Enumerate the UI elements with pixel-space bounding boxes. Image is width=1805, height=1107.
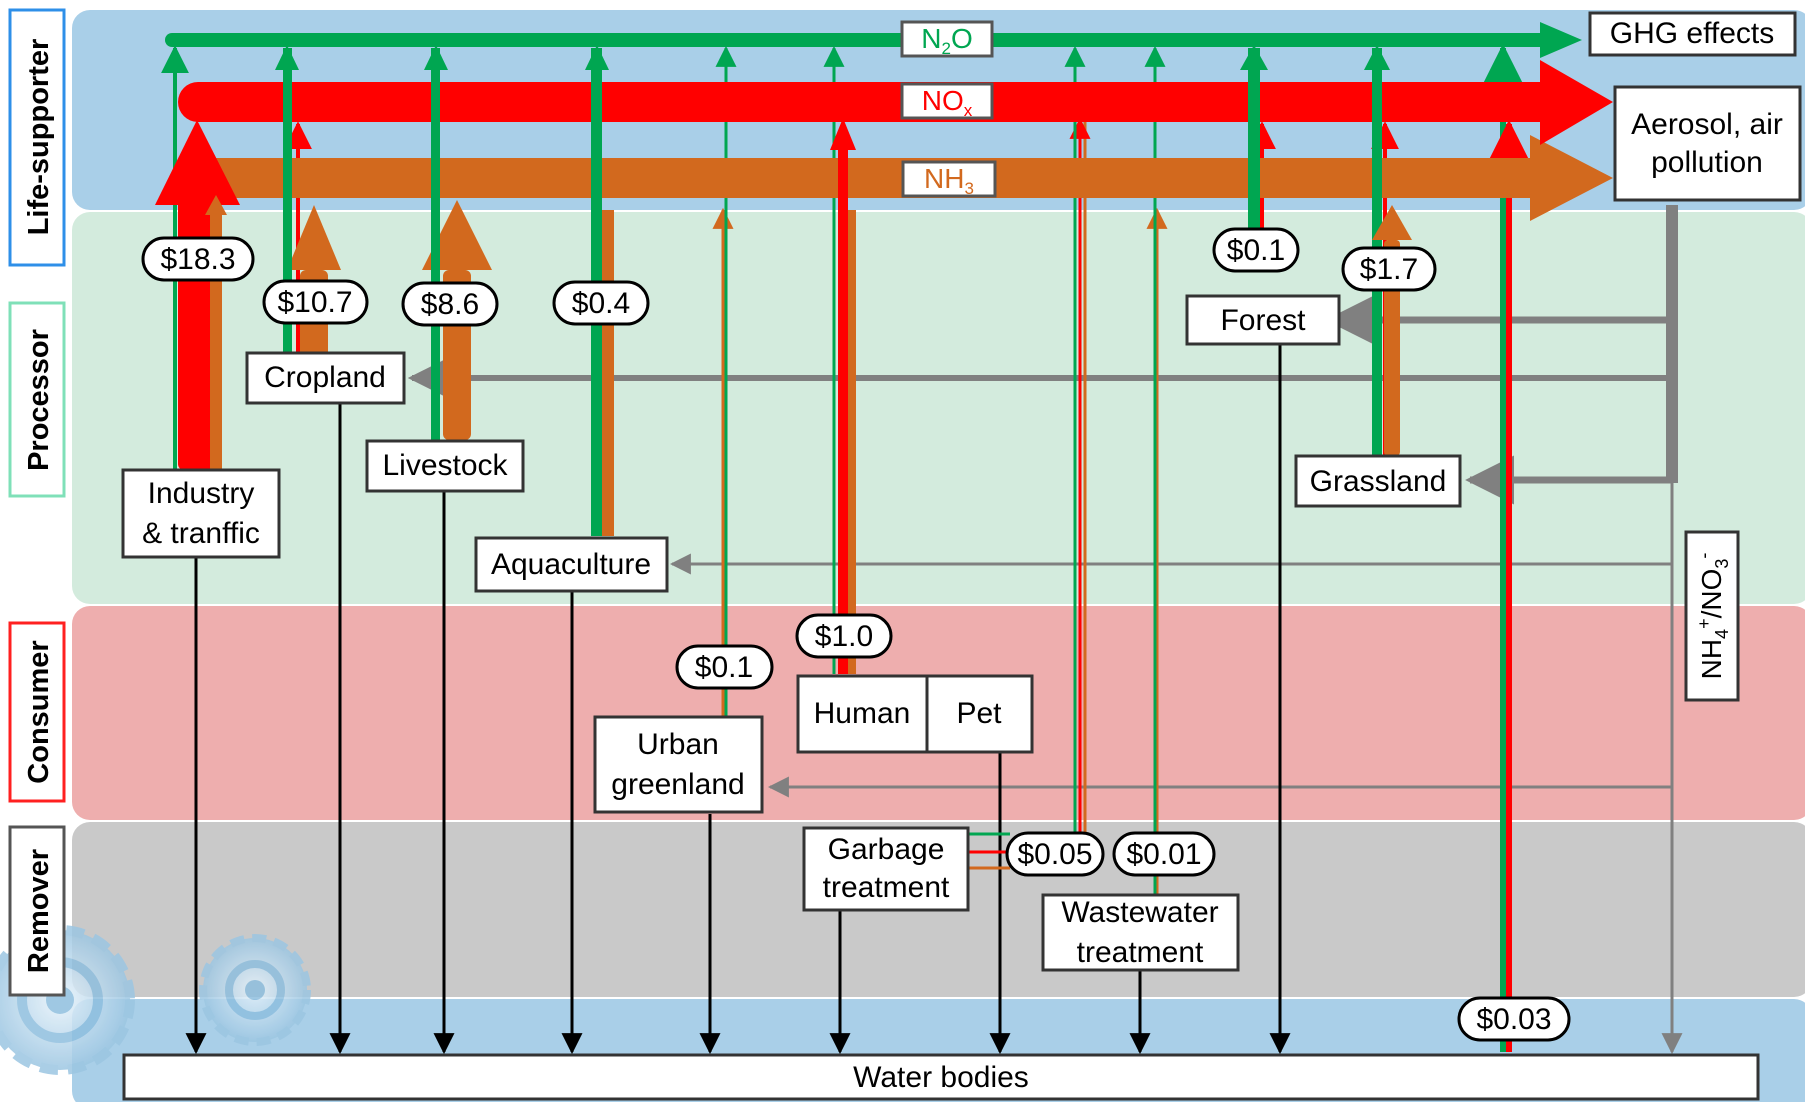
aerosol-box [1613,85,1802,202]
cost-pill [141,236,255,282]
source-nodes: Industry & tranffic Cropland Livestock A… [121,294,1462,972]
cost-pill [1341,246,1437,292]
deposition-label: NH4+/NO3- [1694,553,1732,680]
grassland-box [1294,454,1462,508]
cost-pill [262,279,369,325]
cost-pill [1112,831,1216,877]
svg-text:& tranffic: & tranffic [142,517,260,550]
label-consumer: Consumer [23,640,55,783]
nh3-tag: NH3 [924,163,974,198]
svg-text:Grassland: Grassland [1310,465,1447,498]
n2o-tag: N2O [921,23,972,58]
aerosol-label-1: Aerosol, air [1631,108,1783,141]
water-label: Water bodies [853,1061,1029,1094]
cost-pill [1457,996,1571,1042]
cost-labels: $18.3 $10.7 $8.6 $0.4 $0.1 $1.0 $0.05 $0… [141,227,1571,1042]
human-box [796,674,929,754]
nox-trunk [178,60,1613,145]
wastewater-box [1041,893,1240,972]
cost-pill [1212,227,1300,273]
aerosol-label-2: pollution [1651,146,1763,179]
svg-text:treatment: treatment [1077,936,1204,969]
svg-text:Aquaculture: Aquaculture [491,548,651,581]
svg-text:greenland: greenland [611,768,744,801]
cost-aquaculture: $0.4 [572,287,630,320]
label-life-supporter: Life-supporter [23,39,55,236]
cost-pill [1005,831,1105,877]
svg-text:Human: Human [814,697,911,730]
svg-text:Pet: Pet [956,697,1002,730]
cost-pill [795,613,893,659]
industry-box [121,468,281,559]
pet-box [925,674,1034,754]
label-processor: Processor [23,329,55,471]
svg-text:Livestock: Livestock [382,449,508,482]
urban-box [593,715,764,814]
svg-text:treatment: treatment [823,871,950,904]
sinks: GHG effects Aerosol, air pollution NH4+/… [122,11,1802,1101]
thin-emission-lines [161,43,1530,1052]
aquaculture-box [474,536,669,593]
flow-tags: N2O NOx NH3 [900,20,997,198]
livestock-box [365,439,525,493]
svg-text:Garbage: Garbage [828,833,945,866]
layer-labels: Life-supporter Processor Consumer Remove… [8,8,66,997]
cost-urban: $0.1 [695,651,753,684]
svg-text:Cropland: Cropland [264,361,386,394]
deposition-box [1684,530,1740,702]
forest-box [1185,294,1341,346]
cropland-box [245,351,406,405]
cost-pill [552,280,650,326]
cost-livestock: $8.6 [421,288,479,321]
cost-human: $1.0 [815,620,873,653]
leaching-flows [185,344,1291,1055]
cost-cropland: $10.7 [277,286,352,319]
nox-tag: NOx [922,85,973,120]
cost-industry: $18.3 [160,243,235,276]
cost-pill [675,644,774,690]
svg-text:Industry: Industry [148,477,255,510]
water-box [122,1053,1760,1101]
cost-garbage: $0.05 [1017,838,1092,871]
cost-wastewater: $0.01 [1126,838,1201,871]
cost-pill [401,281,499,327]
band-processor [72,212,1805,604]
svg-text:Urban: Urban [637,728,719,761]
cost-grassland: $1.7 [1360,253,1418,286]
garbage-box [802,826,970,912]
svg-text:Forest: Forest [1220,304,1306,337]
cost-water-direct: $0.03 [1476,1003,1551,1036]
svg-text:Wastewater: Wastewater [1061,896,1218,929]
ghg-label: GHG effects [1610,17,1775,50]
ghg-box [1588,11,1797,57]
label-remover: Remover [23,849,55,973]
cost-forest: $0.1 [1227,234,1285,267]
